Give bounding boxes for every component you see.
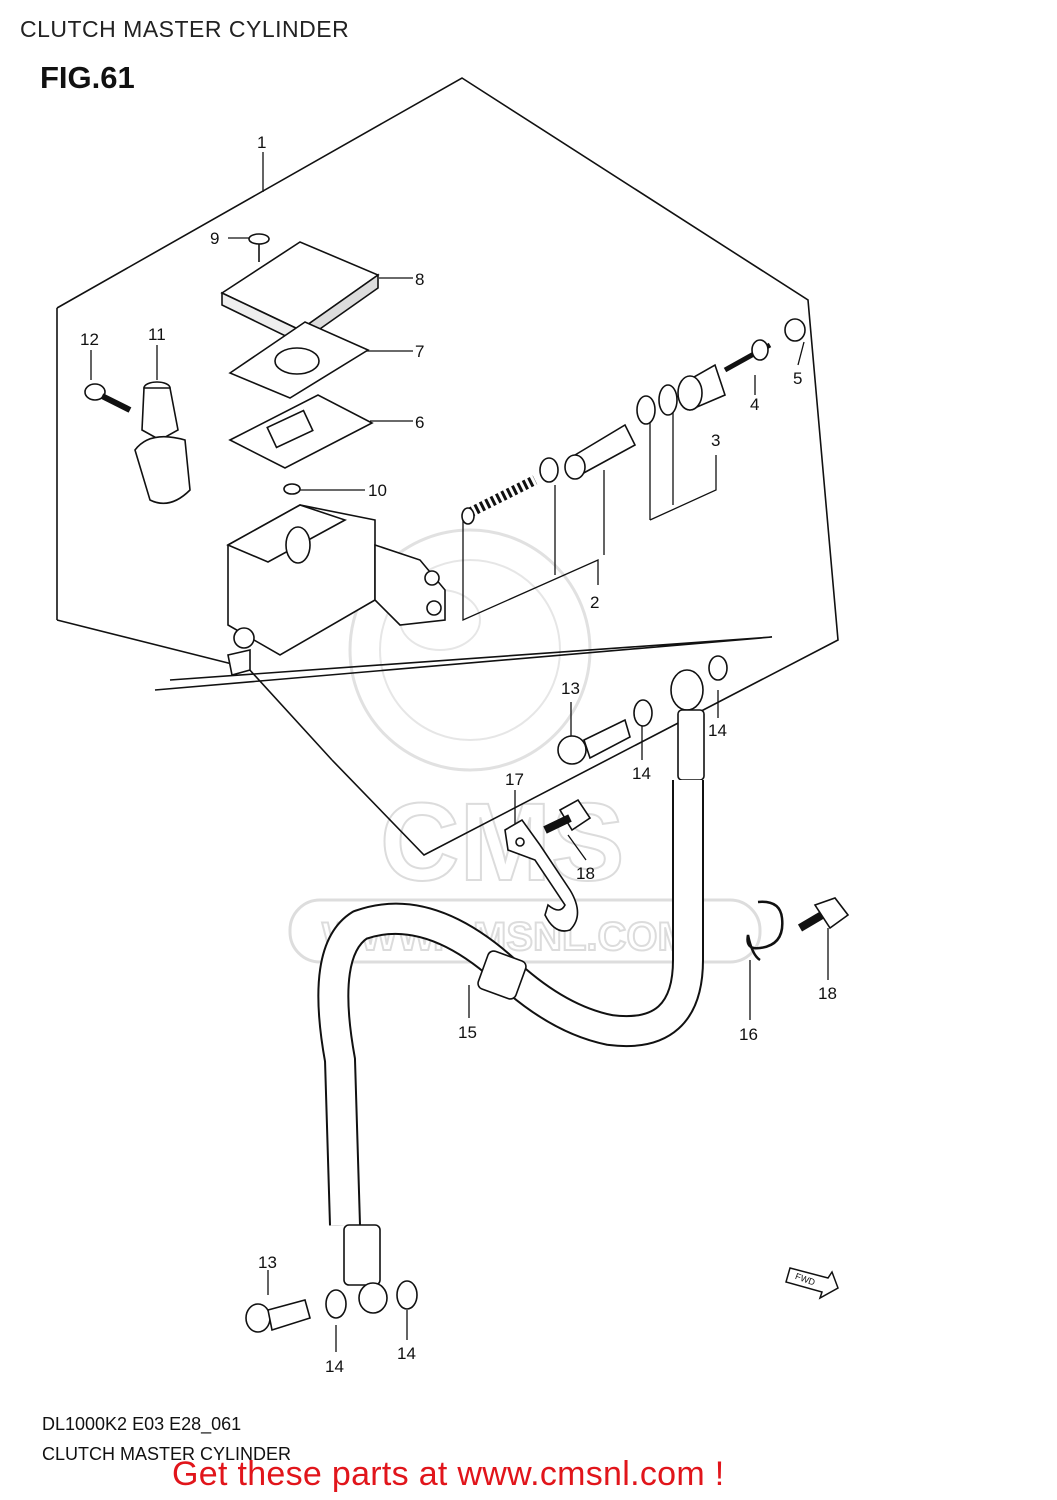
parts [84, 233, 850, 1333]
diagram-code: DL1000K2 E03 E28_061 [42, 1414, 242, 1434]
washer-part-14c [325, 1289, 347, 1319]
callout-18-middle: 18 [576, 864, 595, 883]
bolt-part-12 [84, 383, 132, 413]
washer-part-14a [633, 699, 653, 727]
callout-14-lower-right: 14 [397, 1344, 416, 1363]
watermark: CMS WWW.CMSNL.COM [288, 528, 762, 964]
screw-part-9 [248, 233, 270, 262]
washer-part-14d [396, 1280, 418, 1310]
assembly-outline [56, 77, 839, 856]
figure-number: FIG.61 [40, 60, 135, 95]
callout-labels: 1 2 3 4 5 6 7 8 9 10 11 12 13 14 14 17 1… [80, 133, 837, 1376]
callout-9: 9 [210, 229, 219, 248]
callout-17: 17 [505, 770, 524, 789]
callout-3: 3 [711, 431, 720, 450]
watermark-brand: CMS [380, 781, 624, 904]
callout-8: 8 [415, 270, 424, 289]
bolt-part-18-middle [543, 798, 592, 834]
master-cylinder-body [226, 504, 446, 677]
callout-14-upper-right: 14 [708, 721, 727, 740]
leader-lines [90, 152, 829, 1352]
callout-13-lower: 13 [258, 1253, 277, 1272]
pushrod-part-4 [723, 339, 772, 373]
callout-14-upper-left: 14 [632, 764, 651, 783]
footer-title: CLUTCH MASTER CYLINDER [42, 1444, 292, 1464]
callout-5: 5 [793, 369, 802, 388]
clip-part-16 [746, 900, 784, 962]
washer-part-14b [708, 655, 728, 681]
fwd-arrow-icon: FWD [785, 1267, 839, 1300]
clamp-part-11 [134, 381, 191, 505]
callout-1: 1 [257, 133, 266, 152]
piston-kit-part-2 [461, 423, 637, 525]
bracket-part-17 [504, 818, 579, 932]
callout-6: 6 [415, 413, 424, 432]
callout-13-upper: 13 [561, 679, 580, 698]
banjo-bolt-part-13-upper [557, 718, 631, 765]
page-title: CLUTCH MASTER CYLINDER [20, 16, 350, 42]
callout-4: 4 [750, 395, 759, 414]
clip-part-10 [283, 483, 301, 495]
callout-16: 16 [739, 1025, 758, 1044]
callout-12: 12 [80, 330, 99, 349]
banjo-bolt-part-13-lower [245, 1299, 311, 1333]
callout-15: 15 [458, 1023, 477, 1042]
callout-14-lower-left: 14 [325, 1357, 344, 1376]
bolt-part-18-right [797, 897, 850, 932]
nut-part-5 [784, 318, 806, 342]
callout-2: 2 [590, 593, 599, 612]
promo-link[interactable]: Get these parts at www.cmsnl.com ! [172, 1455, 725, 1493]
callout-10: 10 [368, 481, 387, 500]
seal-kit-part-3 [636, 363, 726, 425]
callout-7: 7 [415, 342, 424, 361]
callout-18-right: 18 [818, 984, 837, 1003]
callout-11: 11 [148, 325, 166, 344]
clutch-hose-part-15 [317, 669, 705, 1314]
